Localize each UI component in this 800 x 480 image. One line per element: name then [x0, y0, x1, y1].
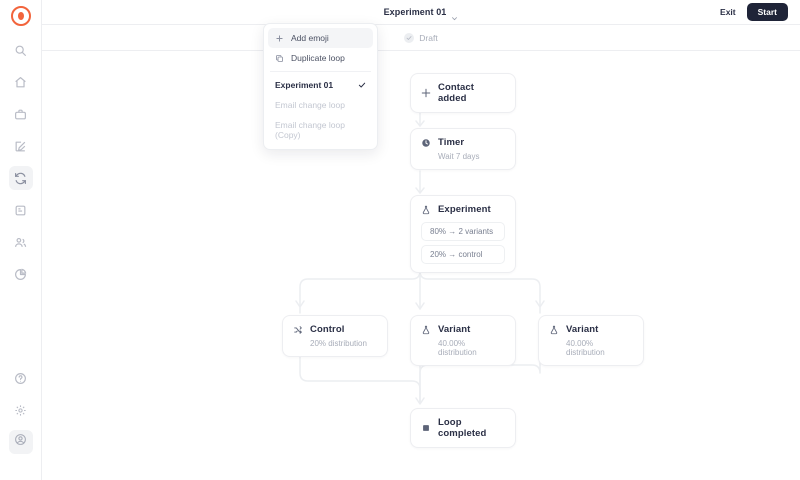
- sidebar-item-audience[interactable]: [9, 230, 33, 254]
- chevron-down-icon[interactable]: [451, 9, 458, 20]
- plus-icon: [275, 34, 284, 43]
- node-subtitle: 40.00% distribution: [566, 339, 605, 357]
- copy-icon: [275, 54, 284, 63]
- flow-node-experiment[interactable]: Experiment 80% → 2 variants 20% → contro…: [410, 195, 516, 273]
- exit-button[interactable]: Exit: [720, 7, 736, 17]
- experiment-split-row[interactable]: 80% → 2 variants: [421, 222, 505, 241]
- menu-item-duplicate-loop[interactable]: Duplicate loop: [268, 48, 373, 68]
- page-title: Experiment 01: [383, 7, 447, 17]
- flow-node-control[interactable]: Control 20% distribution: [282, 315, 388, 357]
- flow-node-variant-b[interactable]: Variant 40.00% distribution: [538, 315, 644, 366]
- stop-square-icon: [421, 423, 431, 433]
- check-icon: [404, 32, 415, 43]
- flow-canvas[interactable]: Contact added Timer Wait 7 days Experime…: [42, 51, 800, 480]
- clock-icon: [421, 138, 431, 148]
- users-icon: [14, 236, 27, 249]
- flow-node-variant-a[interactable]: Variant 40.00% distribution: [410, 315, 516, 366]
- sidebar-item-compose[interactable]: [9, 134, 33, 158]
- node-title: Variant: [566, 324, 599, 335]
- check-icon: [358, 81, 366, 89]
- account-avatar[interactable]: [8, 430, 33, 454]
- node-header: Contact added: [421, 82, 505, 104]
- sidebar-item-analytics[interactable]: [9, 262, 33, 286]
- loop-options-dropdown: Add emoji Duplicate loop Experiment 01 E…: [263, 23, 378, 150]
- search-icon: [14, 44, 27, 57]
- flask-icon: [421, 205, 431, 215]
- main-column: Experiment 01 Exit Start Draft: [42, 0, 800, 480]
- flow-node-loop-completed[interactable]: Loop completed: [410, 408, 516, 448]
- experiment-split-list: 80% → 2 variants 20% → control: [421, 222, 505, 264]
- menu-item-loop-email-change-copy[interactable]: Email change loop (Copy): [268, 115, 373, 145]
- beaker-icon: [421, 325, 431, 335]
- node-title: Timer: [438, 137, 465, 148]
- node-header: Variant: [549, 324, 633, 335]
- sidebar-item-settings[interactable]: [9, 398, 33, 422]
- top-bar-actions: Exit Start: [718, 3, 788, 21]
- menu-item-label: Add emoji: [291, 33, 329, 43]
- status-badge: Draft: [419, 32, 438, 43]
- menu-item-loop-email-change[interactable]: Email change loop: [268, 95, 373, 115]
- menu-divider: [270, 71, 371, 72]
- menu-item-label: Duplicate loop: [291, 53, 345, 63]
- node-header: Loop completed: [421, 417, 505, 439]
- node-subtitle: Wait 7 days: [438, 152, 480, 161]
- menu-item-label: Email change loop (Copy): [275, 120, 345, 140]
- node-header: Timer: [421, 137, 505, 148]
- pie-chart-icon: [14, 268, 27, 281]
- node-header: Experiment: [421, 204, 505, 215]
- top-bar-title-area: Experiment 01: [42, 0, 800, 24]
- beaker-icon: [549, 325, 559, 335]
- menu-item-loop-experiment-01[interactable]: Experiment 01: [268, 75, 373, 95]
- start-button[interactable]: Start: [746, 3, 788, 21]
- shuffle-icon: [293, 325, 303, 335]
- loop-refresh-icon: [14, 172, 27, 185]
- node-subtitle: 40.00% distribution: [438, 339, 477, 357]
- flow-node-contact-added[interactable]: Contact added: [410, 73, 516, 113]
- top-bar: Experiment 01 Exit Start: [42, 0, 800, 25]
- loop-title-menu-trigger[interactable]: Experiment 01: [383, 7, 459, 20]
- app-logo-icon[interactable]: [10, 6, 31, 26]
- menu-item-label: Email change loop: [275, 100, 345, 110]
- sidebar-item-inbox[interactable]: [9, 102, 33, 126]
- briefcase-icon: [14, 108, 27, 121]
- sidebar-item-help[interactable]: [9, 366, 33, 390]
- sidebar-item-search[interactable]: [9, 38, 33, 62]
- flow-connectors: [295, 103, 545, 405]
- flow-node-timer[interactable]: Timer Wait 7 days: [410, 128, 516, 170]
- rail-bottom-group: [8, 362, 33, 480]
- node-title: Loop completed: [438, 417, 487, 439]
- experiment-split-row[interactable]: 20% → control: [421, 245, 505, 264]
- node-title: Control: [310, 324, 345, 335]
- node-subtitle: 20% distribution: [310, 339, 367, 348]
- sidebar-item-home[interactable]: [9, 70, 33, 94]
- home-icon: [14, 76, 27, 89]
- card-icon: [14, 204, 27, 217]
- node-title: Variant: [438, 324, 471, 335]
- menu-item-add-emoji[interactable]: Add emoji: [268, 28, 373, 48]
- node-header: Variant: [421, 324, 505, 335]
- left-nav-rail: [0, 0, 42, 480]
- gear-icon: [14, 404, 27, 417]
- sidebar-item-loops[interactable]: [8, 166, 33, 190]
- status-bar: Draft: [42, 25, 800, 51]
- node-header: Control: [293, 324, 377, 335]
- help-circle-icon: [14, 372, 27, 385]
- sidebar-item-templates[interactable]: [9, 198, 33, 222]
- avatar-icon: [14, 433, 27, 451]
- sparkle-icon: [421, 88, 431, 98]
- pencil-square-icon: [14, 140, 27, 153]
- menu-item-label: Experiment 01: [275, 80, 334, 90]
- node-title: Contact added: [438, 82, 475, 104]
- node-title: Experiment: [438, 204, 491, 215]
